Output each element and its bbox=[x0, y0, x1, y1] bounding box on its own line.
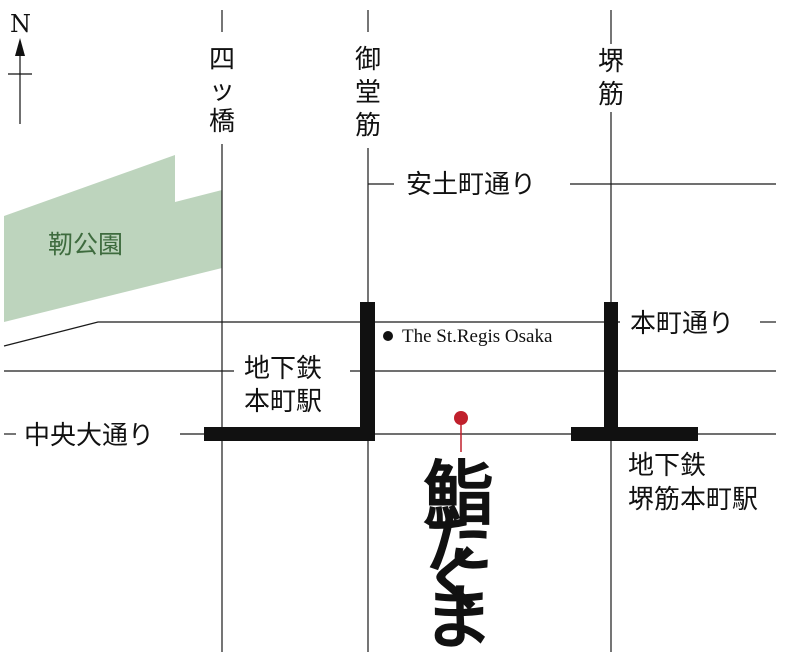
store-name-char: た bbox=[423, 500, 493, 583]
street-char: 筋 bbox=[355, 111, 381, 141]
street-char: 堺 bbox=[598, 47, 624, 77]
landmark-st-regis: The St.Regis Osaka bbox=[383, 326, 553, 347]
north-arrow-icon bbox=[8, 38, 32, 124]
store-name-char: く bbox=[423, 538, 493, 621]
subway-lines bbox=[204, 302, 698, 441]
subway-honmachi-vertical bbox=[360, 302, 375, 441]
street-label-yotsubashi: 四 ッ 橋 bbox=[209, 45, 235, 137]
north-label: N bbox=[10, 10, 31, 38]
utsubo-park-area bbox=[4, 155, 222, 322]
hotel-dot-icon bbox=[383, 331, 393, 341]
street-char: 筋 bbox=[598, 80, 624, 110]
street-char: ッ bbox=[209, 76, 235, 106]
landmark-label: The St.Regis Osaka bbox=[402, 326, 553, 347]
street-label-azuchimachi: 安土町通り bbox=[406, 170, 536, 200]
street-label-chuo: 中央大通り bbox=[24, 421, 154, 451]
street-label-honmachi: 本町通り bbox=[630, 309, 734, 339]
subway-honmachi-horizontal bbox=[204, 427, 375, 441]
street-char: 四 bbox=[209, 45, 235, 75]
subway-sakaisuji-horizontal bbox=[571, 427, 698, 441]
street-char: 橋 bbox=[209, 107, 235, 137]
station-sakaisuji-honmachi: 地下鉄 堺筋本町駅 bbox=[628, 451, 758, 515]
roads-east-west bbox=[3, 183, 776, 435]
subway-sakaisuji-vertical bbox=[604, 302, 618, 441]
park-label: 靭公園 bbox=[48, 230, 123, 259]
street-label-sakaisuji: 堺 筋 bbox=[598, 47, 624, 110]
station-name-label: 本町駅 bbox=[244, 387, 322, 417]
station-line-label: 地下鉄 bbox=[628, 451, 706, 481]
location-pin-icon bbox=[454, 411, 468, 452]
road-honmachi-left bbox=[3, 321, 368, 347]
street-label-midosuji: 御 堂 筋 bbox=[355, 45, 381, 141]
store-name-char: ま bbox=[423, 576, 493, 656]
north-indicator: N bbox=[8, 10, 32, 124]
street-char: 堂 bbox=[355, 78, 381, 108]
store-location[interactable]: 鮨 た く ま bbox=[423, 411, 493, 656]
station-name-label: 堺筋本町駅 bbox=[628, 485, 758, 515]
street-char: 御 bbox=[355, 45, 381, 75]
store-name-char: 鮨 bbox=[423, 452, 493, 535]
station-honmachi: 地下鉄 本町駅 bbox=[244, 354, 322, 417]
station-line-label: 地下鉄 bbox=[244, 354, 322, 384]
